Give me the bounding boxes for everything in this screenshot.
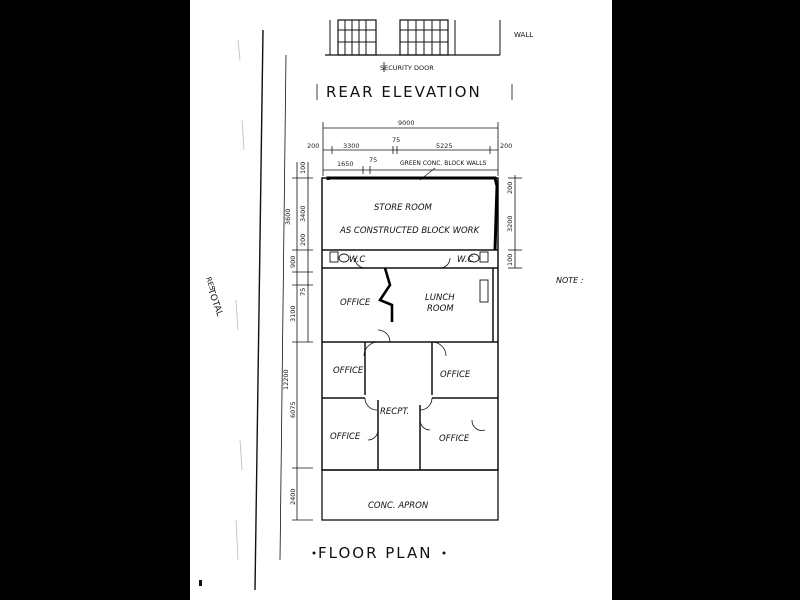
dim-right-100: 100 <box>506 254 514 266</box>
site-boundary-line-2 <box>279 54 287 561</box>
office-lunch-partition <box>378 267 394 322</box>
top-dimensions <box>322 122 499 176</box>
door-swings <box>354 257 486 441</box>
dim-left-3400: 3400 <box>299 205 307 222</box>
rear-elevation-title: REAR ELEVATION <box>326 83 482 101</box>
building-walls <box>321 177 499 471</box>
title-dot-left <box>312 551 316 555</box>
store-room-label: STORE ROOM <box>374 203 433 213</box>
dim-right-3200: 3200 <box>506 215 514 232</box>
recept-label: RECPT. <box>380 407 409 417</box>
drawing-sheet <box>190 0 612 600</box>
dim-right-200: 200 <box>506 182 514 194</box>
dim-left-900: 900 <box>289 256 297 268</box>
wc-right-label: W.C <box>457 255 473 265</box>
dim-left-12200: 12200 <box>282 369 290 390</box>
lunch-room-label-1: LUNCH <box>425 293 455 303</box>
dim-200-right: 200 <box>500 142 512 150</box>
lunch-room-label-2: ROOM <box>427 304 454 314</box>
rear-elevation-windows <box>325 19 501 56</box>
dim-200-left: 200 <box>307 142 319 150</box>
office-4-label: OFFICE <box>330 432 361 442</box>
right-dimensions <box>508 175 522 269</box>
wc-left-label: W.C <box>349 255 365 265</box>
side-text-total: TOTAL <box>205 287 225 318</box>
apron-label: CONC. APRON <box>368 501 429 511</box>
site-boundary-line <box>254 29 264 591</box>
title-dot-right <box>442 551 446 555</box>
dim-top-total: 9000 <box>398 119 415 127</box>
dim-left-100: 100 <box>299 162 307 174</box>
dim-left-2400: 2400 <box>289 488 297 505</box>
dim-75-b: 75 <box>369 156 377 164</box>
security-door-note: SECURITY DOOR <box>380 64 434 72</box>
dim-1650: 1650 <box>337 160 354 168</box>
scan-mark <box>199 580 202 586</box>
office-1-label: OFFICE <box>340 298 371 308</box>
dim-5225: 5225 <box>436 142 453 150</box>
store-room-heavy-wall <box>326 176 499 251</box>
dim-left-3100: 3100 <box>289 305 297 322</box>
office-2-label: OFFICE <box>333 366 364 376</box>
dim-left-75: 75 <box>299 288 307 296</box>
dim-75-top: 75 <box>392 136 400 144</box>
dim-left-200: 200 <box>299 234 307 246</box>
left-dimensions <box>292 162 313 521</box>
dim-left-3600: 3600 <box>284 208 292 225</box>
dim-left-6075: 6075 <box>289 401 297 418</box>
note-label: NOTE : <box>556 276 584 285</box>
concrete-apron <box>321 469 499 521</box>
office-3-label: OFFICE <box>440 370 471 380</box>
wall-note: WALL <box>514 31 533 39</box>
as-constructed-label: AS CONSTRUCTED BLOCK WORK <box>339 226 481 236</box>
floor-plan-title: FLOOR PLAN <box>318 544 432 562</box>
office-5-label: OFFICE <box>439 434 470 444</box>
dim-3300: 3300 <box>343 142 360 150</box>
scan-noise <box>235 39 245 561</box>
green-block-walls-note: GREEN CONC. BLOCK WALLS <box>400 160 487 167</box>
wc-fixtures <box>329 251 489 303</box>
